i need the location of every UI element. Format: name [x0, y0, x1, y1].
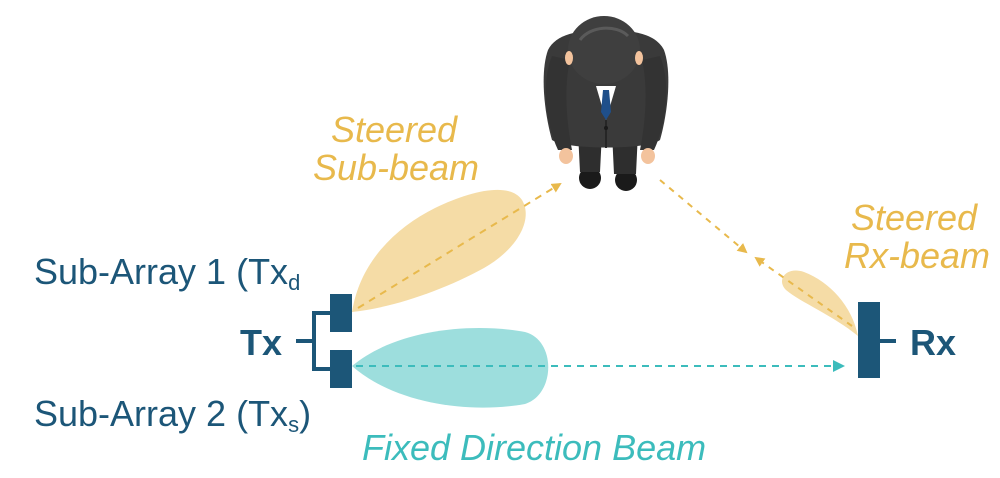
fixed-direction-beam-label: Fixed Direction Beam: [362, 427, 707, 468]
hair-highlight: [578, 26, 630, 41]
left-arm: [545, 56, 572, 150]
person-icon: [543, 16, 669, 191]
jacket-button: [604, 126, 608, 130]
sub-array-1-label-prefix: Sub-Array 1 (Tx: [34, 251, 289, 292]
ear-right: [635, 51, 643, 65]
steered-rx-beam-label-line1: Steered: [850, 197, 978, 238]
sub-array-2-element: [330, 350, 352, 388]
fixed-direction-beam-lobe: [352, 328, 549, 408]
tie: [601, 90, 611, 120]
ear-left: [565, 51, 573, 65]
left-shoe: [579, 167, 601, 189]
sub-array-2-label-prefix: Sub-Array 2 (Tx: [34, 393, 289, 434]
head-hair: [568, 16, 640, 84]
rx-element: [858, 302, 880, 378]
steered-rx-beam-arrow: [754, 256, 853, 327]
reflected-path-arrow: [659, 179, 748, 254]
rx-antenna: [858, 302, 896, 378]
right-shoe: [615, 169, 637, 191]
steered-sub-beam-label-line2: Sub-beam: [312, 147, 480, 188]
rx-label: Rx: [910, 322, 957, 363]
steered-sub-beam-lobe: [352, 189, 526, 312]
steered-sub-beam-arrow: [357, 182, 562, 309]
tx-label: Tx: [240, 322, 283, 363]
left-hand: [559, 148, 573, 164]
right-hand: [641, 148, 655, 164]
sub-array-1-element: [330, 294, 352, 332]
steered-rx-beam-label-line2: Rx-beam: [843, 235, 991, 276]
sub-array-1-label: Sub-Array 1 (Txd: [34, 254, 300, 294]
tx-feed-lines: [296, 311, 330, 371]
sub-array-2-label-subscript: s: [288, 412, 300, 437]
tx-antenna: [296, 294, 352, 388]
steered-sub-beam-label-line1: Steered: [330, 109, 458, 150]
sub-array-2-label: Sub-Array 2 (Txs): [34, 393, 312, 437]
right-arm: [640, 56, 667, 150]
sub-array-1-label-subscript: d: [288, 270, 301, 295]
